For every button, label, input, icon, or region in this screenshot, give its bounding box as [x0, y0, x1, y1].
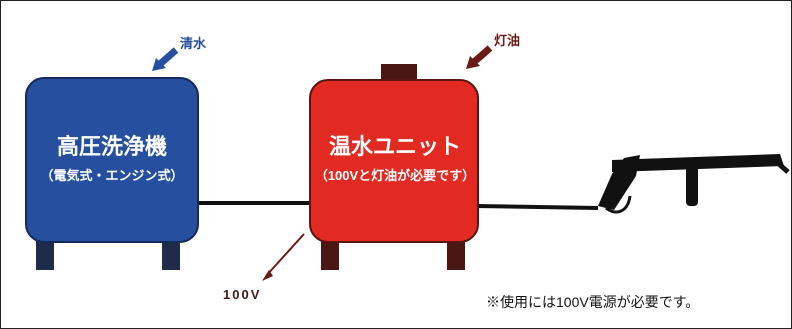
unit-leg-right	[447, 236, 465, 270]
kerosene-inlet-arrow-icon	[466, 45, 493, 69]
kerosene-input-label: 灯油	[494, 33, 520, 48]
hose-unit-to-gun	[474, 204, 599, 210]
power-label: 100V	[223, 287, 261, 302]
water-input-label: 清水	[180, 36, 207, 51]
power-arrow-icon	[262, 233, 305, 281]
unit-leg-left	[321, 236, 339, 270]
footnote: ※使用には100V電源が必要です。	[486, 294, 700, 310]
pressure-washer-body	[25, 77, 199, 243]
spray-gun-icon	[598, 154, 790, 214]
pressure-washer-title: 高圧洗浄機	[57, 134, 167, 159]
water-inlet-arrow-icon	[152, 47, 179, 71]
washer-leg-right	[162, 236, 180, 270]
washer-leg-left	[36, 236, 54, 270]
hot-water-unit-body	[309, 79, 479, 243]
hot-water-unit-title: 温水ユニット	[329, 134, 461, 159]
fuel-cap	[381, 64, 417, 82]
hot-water-unit-subtitle: （100Vと灯油が必要です）	[315, 168, 475, 183]
pressure-washer-subtitle: （電気式・エンジン式）	[40, 168, 183, 183]
